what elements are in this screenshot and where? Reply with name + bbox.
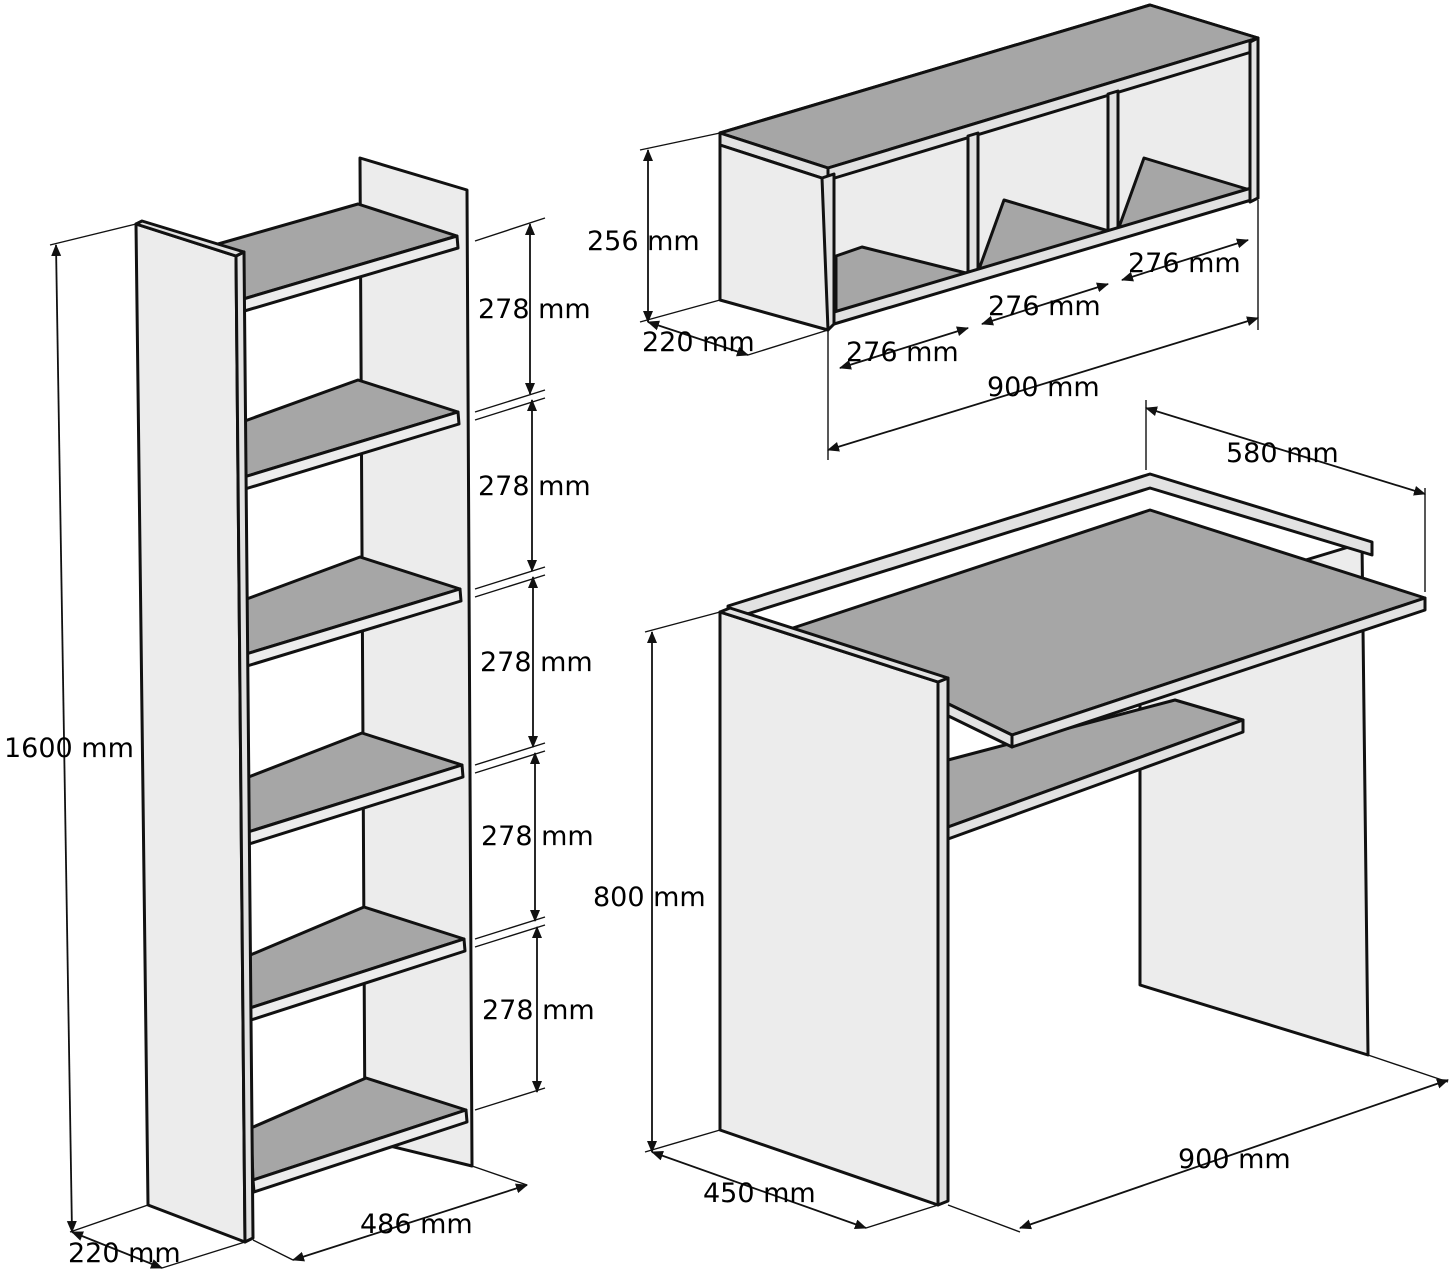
label-wall-shelf-depth: 220 mm <box>642 327 755 358</box>
label-compartment-3: 276 mm <box>1128 248 1241 279</box>
label-desk-top-depth: 580 mm <box>1226 438 1339 469</box>
wall-shelf-right-edge <box>1248 36 1260 204</box>
desk-left-leg-top <box>718 606 950 684</box>
label-bookcase-width: 486 mm <box>360 1209 473 1240</box>
desk-drawing <box>718 472 1427 1207</box>
label-shelf-spacing-4: 278 mm <box>481 821 594 852</box>
label-shelf-spacing-3: 278 mm <box>480 647 593 678</box>
wall-shelf-divider <box>1106 89 1120 239</box>
desk-dimensions <box>644 400 1449 1233</box>
dim-line-compartment <box>839 326 969 370</box>
bookcase-top-edge <box>134 219 246 258</box>
bookcase-shelves <box>216 202 469 1194</box>
label-desk-depth: 450 mm <box>703 1178 816 1209</box>
dim-line-bookcase-depth <box>71 1231 163 1269</box>
dim-line-desk-depth <box>651 1150 867 1230</box>
wall-shelf-dimensions <box>639 132 1259 460</box>
desk-left-leg-edge <box>936 676 950 1207</box>
bookcase-drawing <box>134 156 474 1244</box>
label-desk-height: 800 mm <box>593 882 706 913</box>
dim-line-compartment <box>981 282 1109 326</box>
dim-line-wall-shelf-width <box>827 316 1259 452</box>
label-shelf-spacing-2: 278 mm <box>478 471 591 502</box>
wall-shelf-drawing <box>718 3 1260 332</box>
dim-line-desk-top-depth <box>1145 406 1426 496</box>
label-wall-shelf-width: 900 mm <box>987 372 1100 403</box>
dim-line-desk-width <box>1019 1078 1449 1230</box>
label-shelf-spacing-1: 278 mm <box>478 294 591 325</box>
label-bookcase-height: 1600 mm <box>4 733 134 764</box>
dimension-labels: 1600 mm 220 mm 486 mm 278 mm 278 mm 278 … <box>4 226 1339 1269</box>
label-compartment-1: 276 mm <box>846 337 959 368</box>
label-compartment-2: 276 mm <box>988 291 1101 322</box>
dim-line-wall-shelf-depth <box>647 320 749 357</box>
bookcase-front-side-panel <box>134 222 247 1244</box>
dim-line-bookcase-width <box>292 1183 528 1262</box>
wall-shelf-divider <box>966 131 980 281</box>
label-bookcase-depth: 220 mm <box>68 1238 181 1269</box>
bookcase-dimensions <box>49 217 546 1269</box>
dim-line-bookcase-height <box>51 244 77 1233</box>
dim-line-compartment <box>1121 238 1249 282</box>
bookcase-back-panel <box>358 156 474 1168</box>
desk-left-leg <box>718 610 940 1207</box>
label-shelf-spacing-5: 278 mm <box>482 995 595 1026</box>
label-desk-width: 900 mm <box>1178 1144 1291 1175</box>
label-wall-shelf-height: 256 mm <box>587 226 700 257</box>
